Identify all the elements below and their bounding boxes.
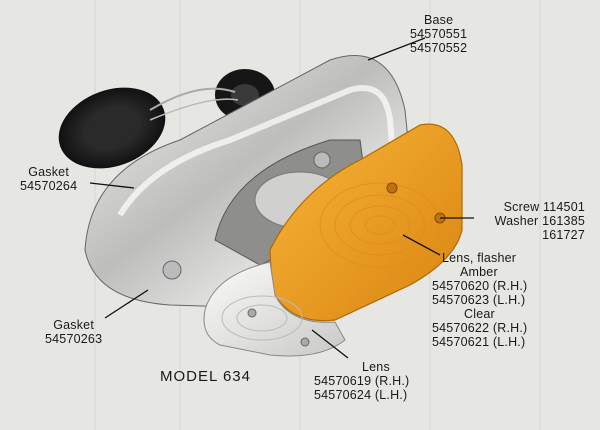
lens-flasher-title: Lens, flasher: [442, 251, 517, 265]
washer-line: Washer 161385: [494, 214, 585, 228]
clear-rh: 54570622 (R.H.): [432, 321, 528, 335]
washer-alt-line: 161727: [542, 228, 585, 242]
callout-gasket-top: Gasket 54570264: [20, 165, 77, 193]
amber-rh: 54570620 (R.H.): [432, 279, 528, 293]
clear-heading: Clear: [464, 307, 495, 321]
amber-lh: 54570623 (L.H.): [432, 293, 526, 307]
gasket-top-title: Gasket: [28, 165, 70, 179]
base-part-2: 54570552: [410, 41, 468, 55]
gasket-bottom-title: Gasket: [53, 318, 95, 332]
screw-line: Screw 114501: [503, 200, 585, 214]
amber-heading: Amber: [460, 265, 498, 279]
lens-rh: 54570619 (R.H.): [314, 374, 410, 388]
callout-gasket-bottom: Gasket 54570263: [45, 318, 102, 346]
callout-lens: Lens 54570619 (R.H.) 54570624 (L.H.): [314, 360, 409, 402]
callout-lens-flasher: Lens, flasher Amber 54570620 (R.H.) 5457…: [432, 251, 547, 349]
base-title: Base: [423, 13, 454, 27]
leader-lines: [89, 37, 474, 359]
lens-title: Lens: [362, 360, 390, 374]
model-caption: MODEL 634: [160, 368, 251, 385]
gasket-top-part: 54570264: [20, 179, 78, 193]
callout-screw: Screw 114501 Washer 161385 161727: [470, 200, 585, 242]
gasket-bottom-part: 54570263: [45, 332, 103, 346]
lens-lh: 54570624 (L.H.): [314, 388, 408, 402]
clear-lh: 54570621 (L.H.): [432, 335, 526, 349]
base-part-1: 54570551: [410, 27, 468, 41]
callout-base: Base 54570551 54570552: [410, 13, 467, 55]
